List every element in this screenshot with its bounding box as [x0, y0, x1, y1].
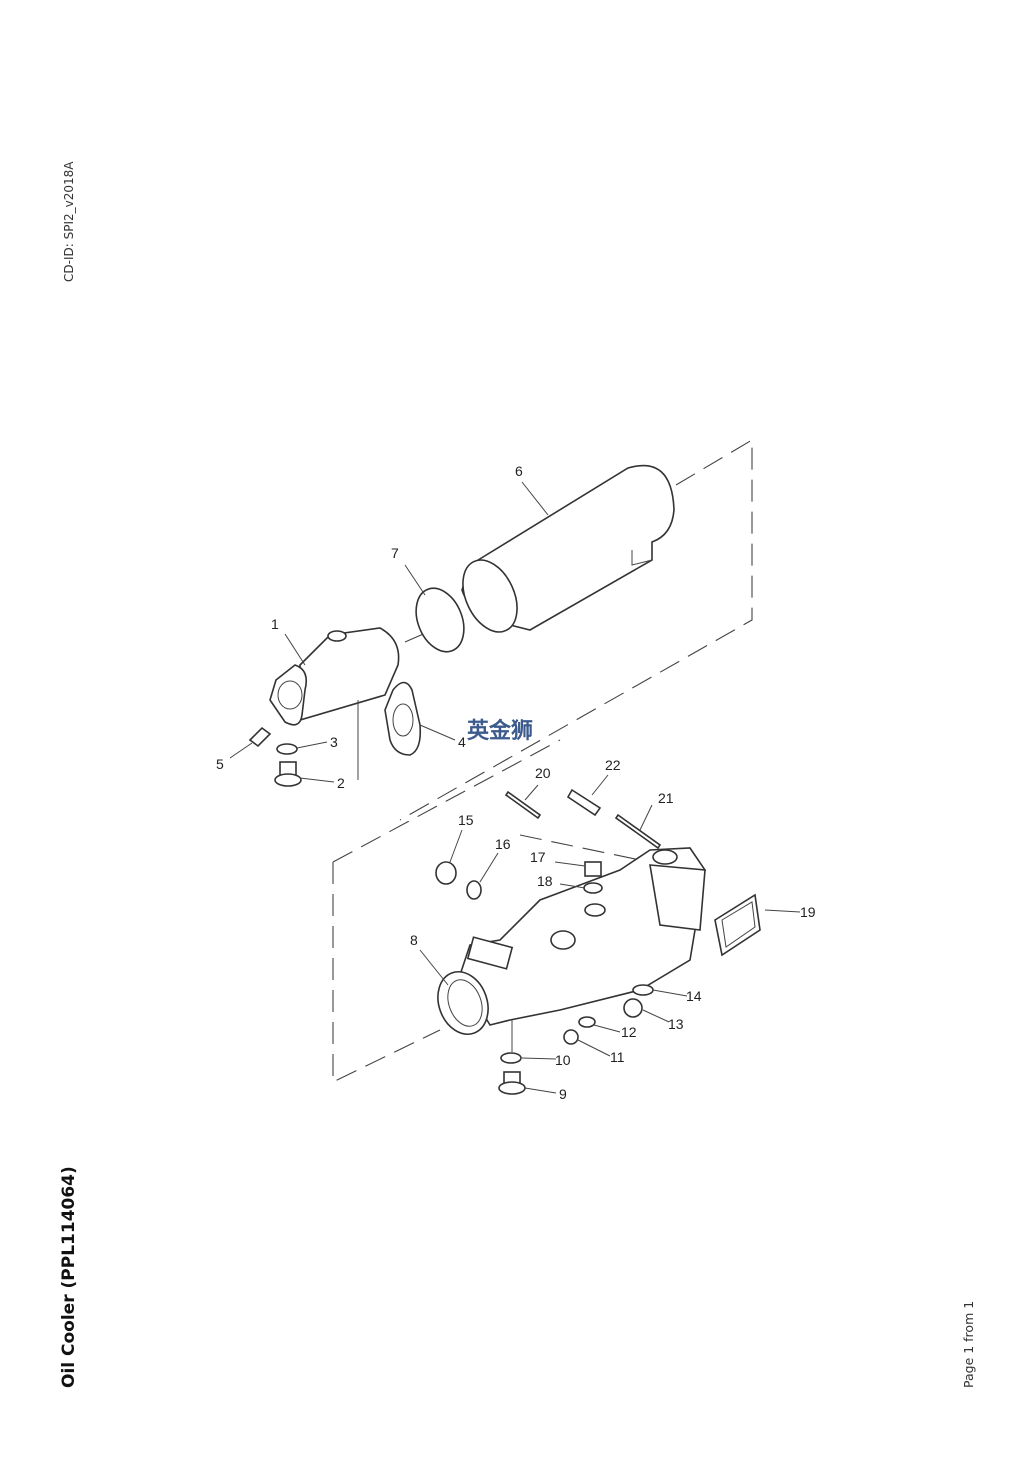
part-11-plug[interactable] [563, 1029, 579, 1045]
part-7-seal-ring[interactable] [407, 581, 473, 659]
callout-4: 4 [458, 734, 466, 750]
watermark: 英金狮 [467, 718, 533, 744]
callout-15: 15 [458, 812, 474, 828]
callout-6: 6 [515, 463, 523, 479]
callout-12: 12 [621, 1024, 637, 1040]
callout-5: 5 [216, 756, 224, 772]
part-14-o-ring[interactable] [632, 984, 654, 996]
part-3-o-ring[interactable] [276, 743, 298, 755]
callout-7: 7 [391, 545, 399, 561]
assembly-boundary-lower [332, 739, 641, 1083]
part-15-plug[interactable] [435, 861, 457, 885]
callout-22: 22 [605, 757, 621, 773]
callout-20: 20 [535, 765, 551, 781]
callout-16: 16 [495, 836, 511, 852]
callout-19: 19 [800, 904, 816, 920]
part-9-plug[interactable] [498, 1071, 526, 1095]
part-5-bolt[interactable] [248, 726, 272, 748]
callout-11: 11 [610, 1049, 625, 1065]
callout-13: 13 [668, 1016, 684, 1032]
part-17-plug[interactable] [584, 861, 602, 877]
part-16-seal-ring[interactable] [466, 880, 482, 900]
callout-17: 17 [530, 849, 546, 865]
callout-9: 9 [559, 1086, 567, 1102]
leader-lines [229, 481, 801, 1094]
part-12-o-ring[interactable] [578, 1016, 596, 1028]
callout-3: 3 [330, 734, 338, 750]
part-21-stud[interactable] [614, 813, 662, 850]
callout-1: 1 [271, 616, 279, 632]
part-8-oil-cooler-body[interactable] [430, 847, 706, 1041]
part-2-plug[interactable] [274, 761, 302, 787]
callout-10: 10 [555, 1052, 571, 1068]
part-13-plug[interactable] [623, 998, 643, 1018]
callout-21: 21 [658, 790, 674, 806]
part-10-o-ring[interactable] [500, 1052, 522, 1064]
callout-14: 14 [686, 988, 702, 1004]
part-18-o-ring[interactable] [583, 882, 603, 894]
callout-18: 18 [537, 873, 553, 889]
part-4-gasket[interactable] [384, 681, 422, 756]
callout-8: 8 [410, 932, 418, 948]
part-6-cooler-housing[interactable] [452, 464, 675, 641]
part-22-sleeve[interactable] [566, 788, 602, 817]
part-20-bolt[interactable] [504, 790, 542, 820]
callout-2: 2 [337, 775, 345, 791]
part-19-gasket[interactable] [714, 893, 761, 957]
part-1-end-cover[interactable] [269, 627, 400, 726]
